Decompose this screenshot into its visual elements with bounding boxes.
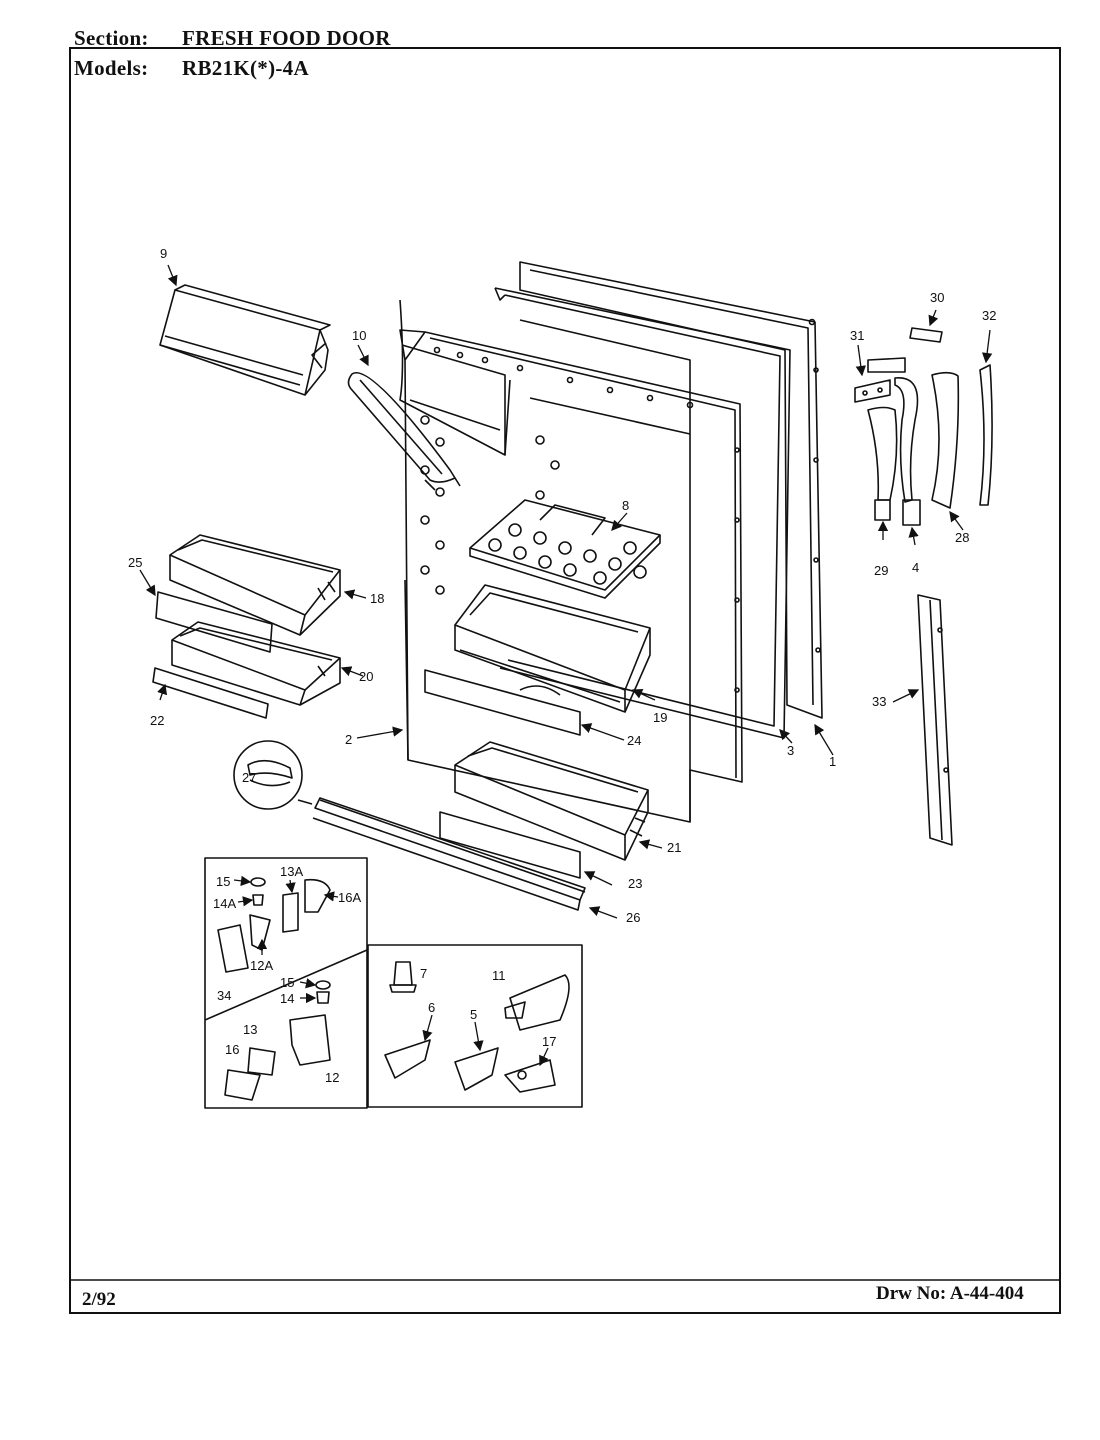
bin-label-25 (155, 591, 273, 653)
door-shelf-19 (454, 584, 651, 713)
bin-label-22 (152, 667, 269, 719)
hinge-plate-31 (854, 357, 906, 403)
callout-24: 24 (627, 733, 641, 748)
door-shelf-21 (454, 741, 649, 861)
hinge-parts (217, 877, 331, 1101)
drawing-border (69, 47, 1061, 1314)
callout-28: 28 (955, 530, 969, 545)
callout-30: 30 (930, 290, 944, 305)
liner-top-shelf (399, 299, 511, 456)
callout-6: 6 (428, 1000, 435, 1015)
callout-34: 34 (217, 988, 231, 1003)
callout-16: 16 (225, 1042, 239, 1057)
callout-20: 20 (359, 669, 373, 684)
callout-15a: 15 (216, 874, 230, 889)
door-inner-liner (399, 319, 743, 823)
handle-trim-28 (931, 371, 960, 509)
spring-detail (233, 740, 313, 810)
callout-16a: 16A (338, 890, 361, 905)
callout-12: 12 (325, 1070, 339, 1085)
callout-25: 25 (128, 555, 142, 570)
callout-14: 14 (280, 991, 294, 1006)
callout-22: 22 (150, 713, 164, 728)
callout-4: 4 (912, 560, 919, 575)
door-outer-panel (519, 261, 823, 719)
drawing-date: 2/92 (82, 1289, 116, 1310)
models-label: Models: (74, 56, 149, 80)
shelf-trim-23 (439, 811, 581, 879)
callout-9: 9 (160, 246, 167, 261)
section-value: FRESH FOOD DOOR (182, 26, 391, 50)
butter-door (347, 372, 461, 491)
callout-15b: 15 (280, 975, 294, 990)
callout-7: 7 (420, 966, 427, 981)
callout-11: 11 (492, 968, 506, 983)
hinge-box-divider (204, 949, 368, 1021)
door-stop-parts-box (367, 944, 583, 1108)
callout-2: 2 (345, 732, 352, 747)
section-heading: Section: FRESH FOOD DOOR (74, 26, 391, 51)
callout-32: 32 (982, 308, 996, 323)
callout-10: 10 (352, 328, 366, 343)
side-trim-33 (917, 594, 953, 846)
hinge-parts-box (204, 857, 368, 1109)
callout-21: 21 (667, 840, 681, 855)
callout-31: 31 (850, 328, 864, 343)
callout-17: 17 (542, 1034, 556, 1049)
models-value: RB21K(*)-4A (182, 56, 309, 80)
dairy-door (159, 284, 331, 396)
callout-13: 13 (243, 1022, 257, 1037)
cap-30 (909, 327, 943, 343)
section-label: Section: (74, 26, 149, 50)
leader-lines (139, 264, 993, 1067)
door-stop-parts (384, 961, 570, 1093)
door-bottom-trim (312, 797, 586, 911)
callout-3: 3 (787, 743, 794, 758)
shelf-trim-24 (424, 669, 581, 736)
callout-29: 29 (874, 563, 888, 578)
callout-27: 27 (242, 770, 256, 785)
callout-18: 18 (370, 591, 384, 606)
callout-23: 23 (628, 876, 642, 891)
door-bin-20 (171, 621, 341, 706)
callout-19: 19 (653, 710, 667, 725)
callout-1: 1 (829, 754, 836, 769)
callout-33: 33 (872, 694, 886, 709)
callout-14a: 14A (213, 896, 236, 911)
callout-8: 8 (622, 498, 629, 513)
handle-4 (894, 377, 921, 526)
callout-5: 5 (470, 1007, 477, 1022)
trim-32 (979, 364, 993, 506)
callout-13a: 13A (280, 864, 303, 879)
callout-12a: 12A (250, 958, 273, 973)
drawing-number: Drw No: A-44-404 (876, 1283, 1024, 1304)
callout-26: 26 (626, 910, 640, 925)
handle-29 (867, 406, 898, 521)
models-heading: Models: RB21K(*)-4A (74, 56, 309, 81)
callout-labels: 9 10 8 25 18 20 22 2 24 19 21 23 26 27 1… (128, 246, 996, 1085)
door-bin-18 (169, 534, 341, 636)
egg-tray (469, 499, 661, 599)
